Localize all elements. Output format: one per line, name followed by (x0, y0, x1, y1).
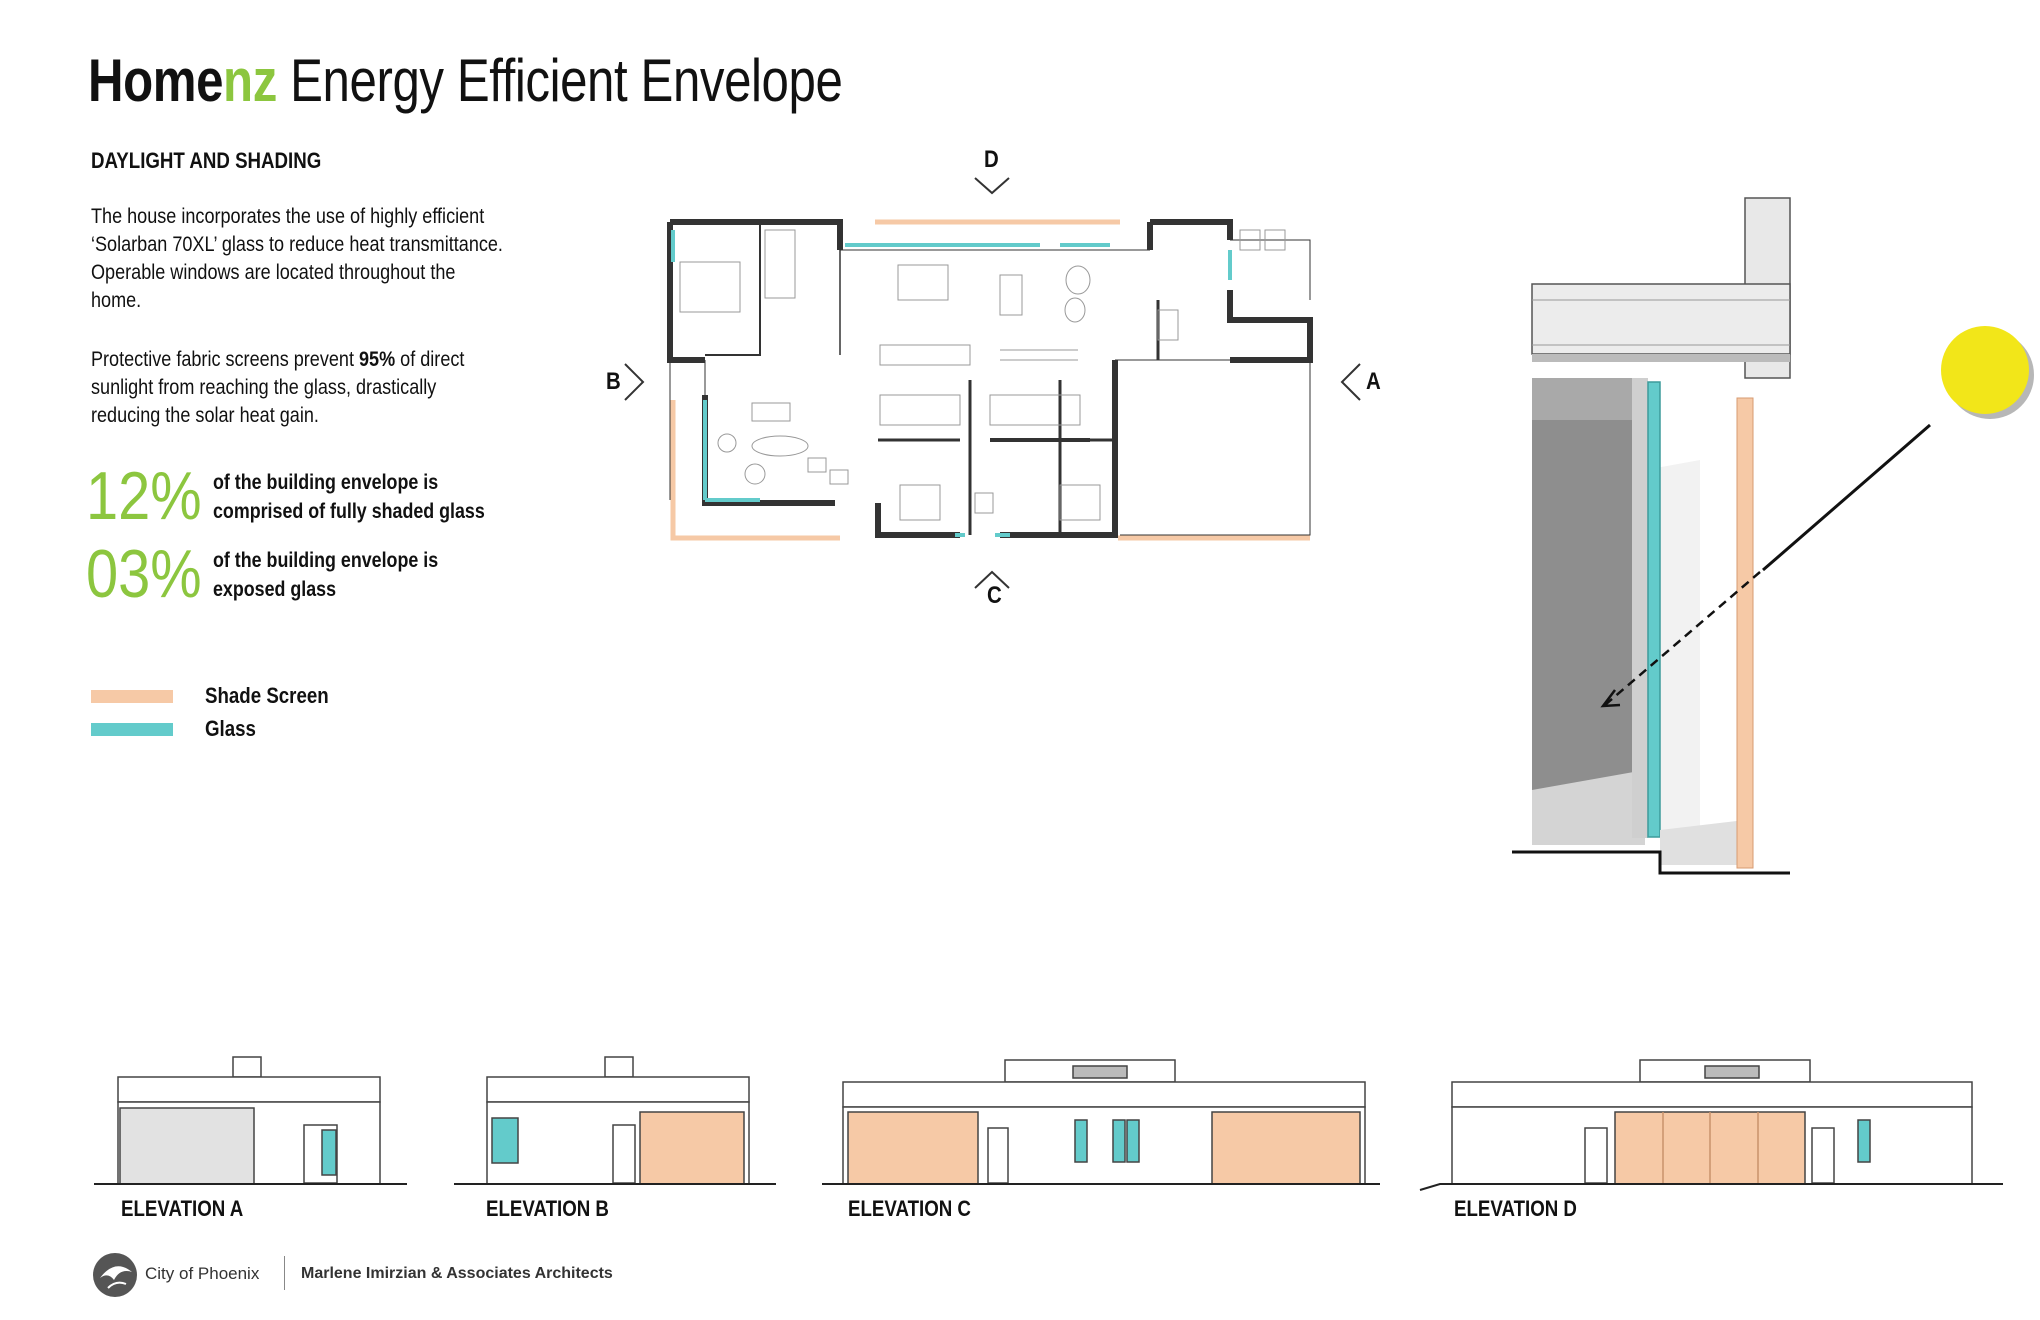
plan-marker-b: B (606, 368, 621, 395)
stat-exposed-text: of the building envelope is exposed glas… (213, 549, 439, 601)
title-rest: Energy Efficient Envelope (276, 47, 843, 114)
page-title: Homenz Energy Efficient Envelope (88, 46, 843, 115)
plan-marker-a: A (1366, 368, 1381, 395)
elevation-d-label: ELEVATION D (1454, 1196, 1577, 1221)
paragraph-screens: Protective fabric screens prevent 95% of… (91, 346, 504, 430)
plan-marker-c: C (987, 582, 1002, 609)
title-brand-nz: nz (223, 47, 277, 114)
paragraph-screens-text: Protective fabric screens prevent (91, 348, 360, 371)
phoenix-logo (93, 1253, 137, 1297)
legend-swatch-shade (91, 690, 173, 703)
footer-city: City of Phoenix (145, 1264, 260, 1283)
stat-shaded-value: 12% (86, 458, 202, 534)
legend-swatch-glass (91, 723, 173, 736)
footer-divider (284, 1256, 285, 1290)
legend-label-glass: Glass (205, 716, 256, 741)
elevation-b-label: ELEVATION B (486, 1196, 609, 1221)
paragraph-screens-bold: 95% (359, 348, 396, 371)
paragraph-screens-text-end: of direct sunlight from reaching the gla… (91, 348, 465, 427)
elevation-a-label: ELEVATION A (121, 1196, 244, 1221)
stat-exposed-value: 03% (86, 536, 202, 612)
stat-shaded-text: of the building envelope is comprised of… (213, 471, 485, 523)
paragraph-glass: The house incorporates the use of highly… (91, 205, 503, 312)
section-heading: DAYLIGHT AND SHADING (91, 148, 322, 173)
legend-label-shade: Shade Screen (205, 683, 329, 708)
plan-marker-d: D (984, 146, 999, 173)
footer-firm: Marlene Imirzian & Associates Architects (301, 1265, 613, 1282)
title-brand-home: Home (88, 47, 224, 114)
elevation-c-label: ELEVATION C (848, 1196, 971, 1221)
